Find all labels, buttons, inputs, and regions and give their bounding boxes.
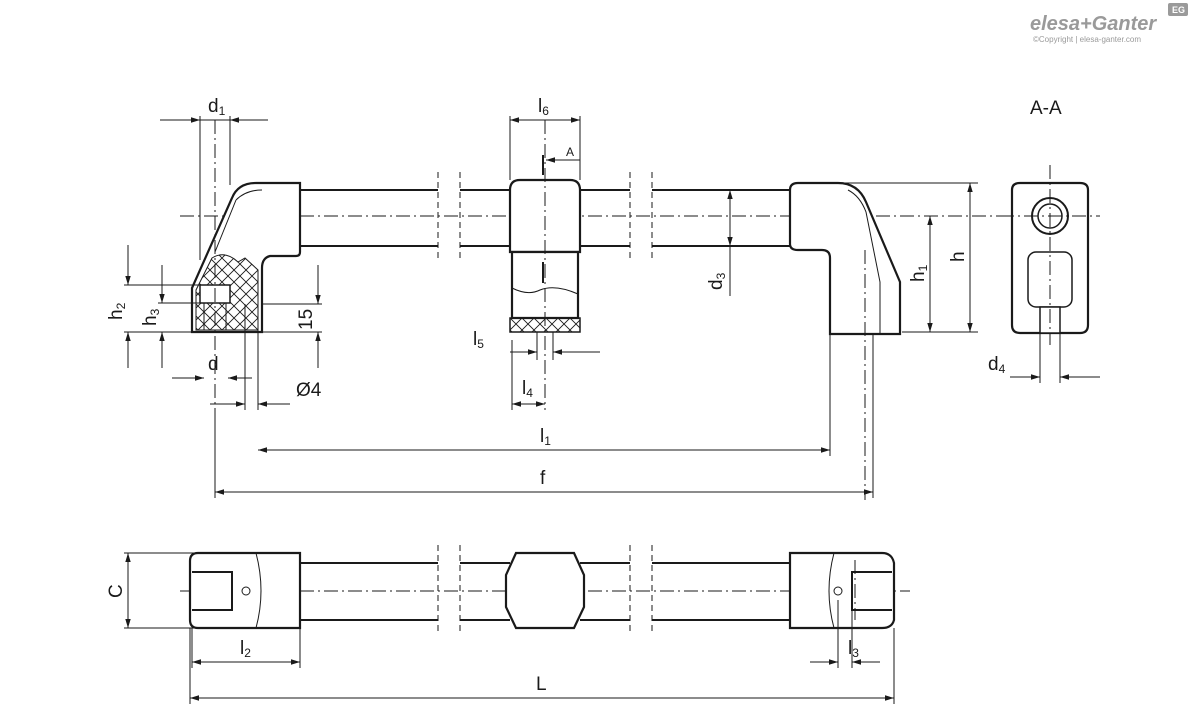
label-cut-a: A <box>566 145 574 159</box>
brand-name: elesa+Ganter <box>1030 13 1157 35</box>
label-d1: d1 <box>208 96 226 118</box>
label-h1: h1 <box>908 264 930 282</box>
label-l4: l4 <box>522 378 533 400</box>
label-h: h <box>948 251 969 262</box>
bar-left-segment <box>300 189 438 247</box>
bar-right-segment <box>652 189 790 247</box>
label-L: L <box>536 674 547 695</box>
break-lines <box>437 172 653 262</box>
label-l3: l3 <box>848 638 859 660</box>
label-l1: l1 <box>540 426 551 448</box>
label-f: f <box>540 468 546 489</box>
top-view <box>180 545 910 635</box>
label-phi4: Ø4 <box>296 380 322 401</box>
label-d3: d3 <box>706 272 728 290</box>
label-l6: l6 <box>538 96 549 118</box>
right-leg <box>788 181 902 336</box>
label-h3: h3 <box>140 308 162 326</box>
brand-logo: elesa+Ganter EG ©Copyright | elesa-gante… <box>1030 3 1188 44</box>
top-center-grip <box>504 551 586 630</box>
dimension-lines <box>124 116 1100 704</box>
brand-badge: EG <box>1172 5 1185 15</box>
top-left-end <box>188 551 302 630</box>
label-d4: d4 <box>988 354 1006 376</box>
label-d: d <box>208 354 219 375</box>
dimension-labels: d1 l6 A h h1 d3 h2 h3 15 d Ø4 l5 l4 l1 f… <box>106 96 1006 695</box>
center-grip-break <box>511 287 579 295</box>
label-l2: l2 <box>240 638 251 660</box>
center-grip-lower <box>510 250 580 320</box>
section-axes <box>1000 165 1100 345</box>
label-C: C <box>106 584 127 598</box>
label-h2: h2 <box>106 302 128 320</box>
brand-copyright: ©Copyright | elesa-ganter.com <box>1033 35 1141 44</box>
front-view <box>180 120 1000 500</box>
section-a-a: A-A <box>1000 98 1100 345</box>
section-title: A-A <box>1030 98 1062 119</box>
label-15: 15 <box>296 309 317 330</box>
label-l5: l5 <box>473 329 484 351</box>
bar-middle-right-segment <box>580 189 630 247</box>
eg-badge-icon <box>1168 3 1188 16</box>
bar-middle-left-segment <box>460 189 510 247</box>
